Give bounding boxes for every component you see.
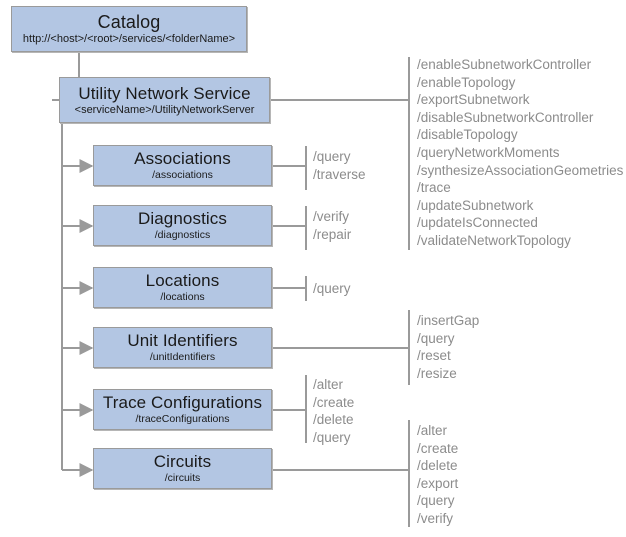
operation-item: /delete [313,412,354,428]
operations-circuits: /alter/create/delete/export/query/verify [417,422,458,528]
node-diagnostics-title: Diagnostics [138,209,227,228]
node-circuits[interactable]: Circuits /circuits [93,448,272,489]
operation-item: /query [313,281,351,296]
operation-item: /updateSubnetwork [417,197,534,213]
operations-locations: /query [313,280,351,298]
operation-item: /verify [417,510,454,526]
operation-item: /insertGap [417,313,480,328]
operation-item: /trace [417,180,451,196]
operation-item: /exportSubnetwork [417,92,530,108]
node-catalog-title: Catalog [97,11,161,32]
operation-item: /resize [417,365,457,381]
operation-item: /updateIsConnected [417,215,538,231]
operation-item: /disableSubnetworkController [417,109,594,125]
operation-item: /delete [417,458,458,474]
node-locations[interactable]: Locations /locations [93,267,272,308]
node-unit-identifiers[interactable]: Unit Identifiers /unitIdentifiers [93,327,272,368]
operation-item: /queryNetworkMoments [417,144,560,160]
operation-item: /repair [313,226,352,242]
node-catalog-path: http://<host>/<root>/services/<folderNam… [22,32,236,45]
operation-item: /traverse [313,166,366,182]
node-unit-identifiers-path: /unitIdentifiers [149,351,216,363]
node-associations[interactable]: Associations /associations [93,145,272,186]
operations-associations: /query/traverse [313,148,366,183]
operations-utility-network-service: /enableSubnetworkController/enableTopolo… [417,56,623,250]
node-trace-configurations-title: Trace Configurations [102,393,263,412]
operation-item: /enableTopology [417,74,516,90]
operations-diagnostics: /verify/repair [313,208,351,243]
operation-item: /verify [313,209,350,224]
node-locations-path: /locations [160,291,205,303]
node-utility-network-service-title: Utility Network Service [78,83,251,103]
operation-item: /alter [313,377,344,392]
node-trace-configurations[interactable]: Trace Configurations /traceConfiguration… [93,389,272,430]
node-locations-title: Locations [145,271,220,290]
operation-item: /reset [417,348,451,364]
operations-trace-configurations: /alter/create/delete/query [313,376,354,446]
operation-item: /query [417,493,455,509]
operation-item: /alter [417,423,448,438]
operation-item: /query [313,429,351,445]
node-utility-network-service[interactable]: Utility Network Service <serviceName>/Ut… [59,77,270,123]
node-circuits-title: Circuits [153,452,212,471]
node-diagnostics-path: /diagnostics [154,229,211,241]
operation-item: /export [417,475,459,491]
node-catalog[interactable]: Catalog http://<host>/<root>/services/<f… [11,6,247,52]
operation-item: /query [313,149,351,164]
operation-item: /synthesizeAssociationGeometries [417,162,624,178]
operation-item: /query [417,330,455,346]
operation-item: /create [417,440,459,456]
node-circuits-path: /circuits [164,472,201,484]
operation-item: /disableTopology [417,127,518,143]
operation-item: /enableSubnetworkController [417,57,592,72]
node-unit-identifiers-title: Unit Identifiers [127,331,238,350]
operation-item: /validateNetworkTopology [417,232,571,248]
node-associations-title: Associations [134,149,231,168]
node-associations-path: /associations [152,169,213,181]
operations-unit-identifiers: /insertGap/query/reset/resize [417,312,479,382]
node-utility-network-service-path: <serviceName>/UtilityNetworkServer [74,103,255,116]
node-trace-configurations-path: /traceConfigurations [135,413,230,425]
node-diagnostics[interactable]: Diagnostics /diagnostics [93,205,272,246]
operation-item: /create [313,394,355,410]
